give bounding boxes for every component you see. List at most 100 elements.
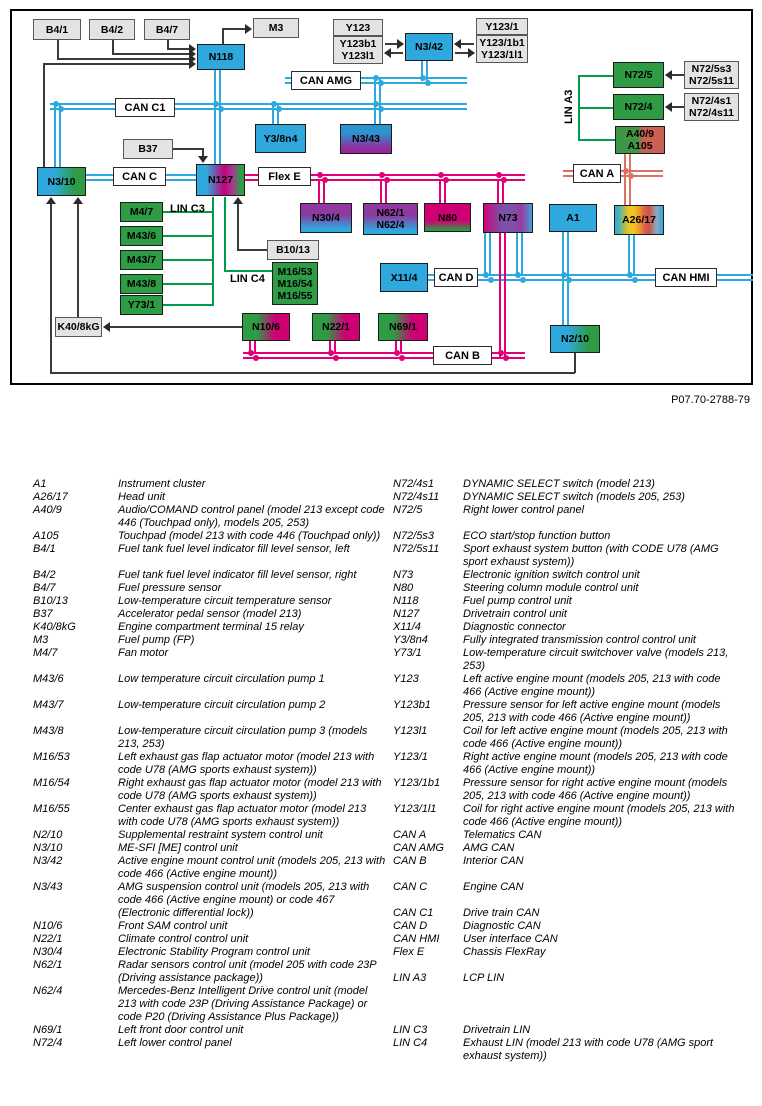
arrowhead <box>665 102 672 112</box>
legend-desc: Head unit <box>118 491 166 503</box>
node-n3-43: N3/43 <box>340 124 392 154</box>
node-n2-10: N2/10 <box>550 325 600 353</box>
signal-wire <box>237 201 239 250</box>
junction-dot <box>627 272 633 278</box>
arrowhead <box>468 48 475 58</box>
bus-line <box>318 181 325 203</box>
node-label: B4/7 <box>155 23 179 36</box>
legend-code: X11/4 <box>393 621 421 633</box>
signal-wire <box>77 200 79 317</box>
legend-desc: Fuel pump control unit <box>463 595 572 607</box>
node-k40-8kg: K40/8kG <box>55 317 102 337</box>
legend-desc: Fuel pressure sensor <box>118 582 222 594</box>
node-b4-2: B4/2 <box>89 19 135 40</box>
legend-row: A26/17 Head unit <box>33 491 391 504</box>
legend-desc: AMG suspension control unit (models 205,… <box>118 881 370 919</box>
node-label: Y123/1 <box>485 20 519 33</box>
lin-line <box>578 75 613 77</box>
lin-line <box>224 270 272 272</box>
lin-line <box>163 211 212 213</box>
legend-code: Y123/1l1 <box>393 803 437 815</box>
legend-desc: Drivetrain LIN <box>463 1024 531 1036</box>
bus-line <box>249 341 256 352</box>
legend-code: M3 <box>33 634 49 646</box>
lin-line <box>163 304 212 306</box>
legend-desc: AMG CAN <box>463 842 515 854</box>
legend-desc: LCP LIN <box>463 972 505 984</box>
legend-desc: Low temperature circuit circulation pump… <box>118 673 325 685</box>
junction-dot <box>378 80 384 86</box>
legend-desc: Diagnostic CAN <box>463 920 541 932</box>
legend-desc: Left lower control panel <box>118 1037 232 1049</box>
junction-dot <box>501 177 507 183</box>
arrowhead <box>384 48 391 58</box>
legend-code: CAN A <box>393 829 427 841</box>
junction-dot <box>632 277 638 283</box>
legend-code: B4/1 <box>33 543 56 555</box>
node-a26-17: A26/17 <box>614 205 664 235</box>
junction-dot <box>378 106 384 112</box>
legend-code: N72/5s3 <box>393 530 434 542</box>
node-b4-1: B4/1 <box>33 19 81 40</box>
node-label: Y123 <box>345 21 371 34</box>
legend-desc: Low-temperature circuit circulation pump… <box>118 725 368 750</box>
signal-wire <box>222 28 224 44</box>
junction-dot <box>58 106 64 112</box>
legend-row: X11/4 Diagnostic connector <box>393 621 759 634</box>
junction-dot <box>520 277 526 283</box>
legend-code: N118 <box>393 595 419 607</box>
legend-code: A26/17 <box>33 491 68 503</box>
lin-line <box>578 107 613 109</box>
legend-code: A105 <box>33 530 59 542</box>
legend-code: CAN AMG <box>393 842 444 854</box>
lin-line <box>578 139 615 141</box>
node-label: B10/13 <box>276 244 310 256</box>
bus-line <box>497 181 504 203</box>
legend-desc: Drive train CAN <box>463 907 540 919</box>
legend-desc: Accelerator pedal sensor (model 213) <box>118 608 302 620</box>
legend-desc: Active engine mount control unit (models… <box>118 855 386 880</box>
legend-code: N62/4 <box>33 985 63 997</box>
legend-code: LIN C4 <box>393 1037 428 1049</box>
bus-label-can-c1: CAN C1 <box>115 98 175 117</box>
node-label: N3/10 <box>47 175 76 188</box>
legend-desc: Low-temperature circuit temperature sens… <box>118 595 332 607</box>
node-m43-8: M43/8 <box>120 274 163 294</box>
arrowhead <box>73 197 83 204</box>
signal-wire <box>112 40 114 54</box>
node-label: M43/8 <box>126 278 157 290</box>
legend-code: N72/4 <box>33 1037 63 1049</box>
node-label: N22/1 <box>321 321 351 333</box>
legend-code: CAN C <box>393 881 428 893</box>
node-n10-6: N10/6 <box>242 313 290 341</box>
legend-desc: Low-temperature circuit circulation pump… <box>118 699 326 711</box>
legend-desc: Diagnostic connector <box>463 621 566 633</box>
legend-code: CAN C1 <box>393 907 434 919</box>
legend-code: Y73/1 <box>393 647 422 659</box>
legend-code: N62/1 <box>33 959 63 971</box>
node-label: Y73/1 <box>127 299 156 311</box>
node-label: Y123b1 <box>339 38 377 50</box>
node-a1: A1 <box>549 204 597 232</box>
junction-dot <box>566 277 572 283</box>
junction-dot <box>213 101 219 107</box>
